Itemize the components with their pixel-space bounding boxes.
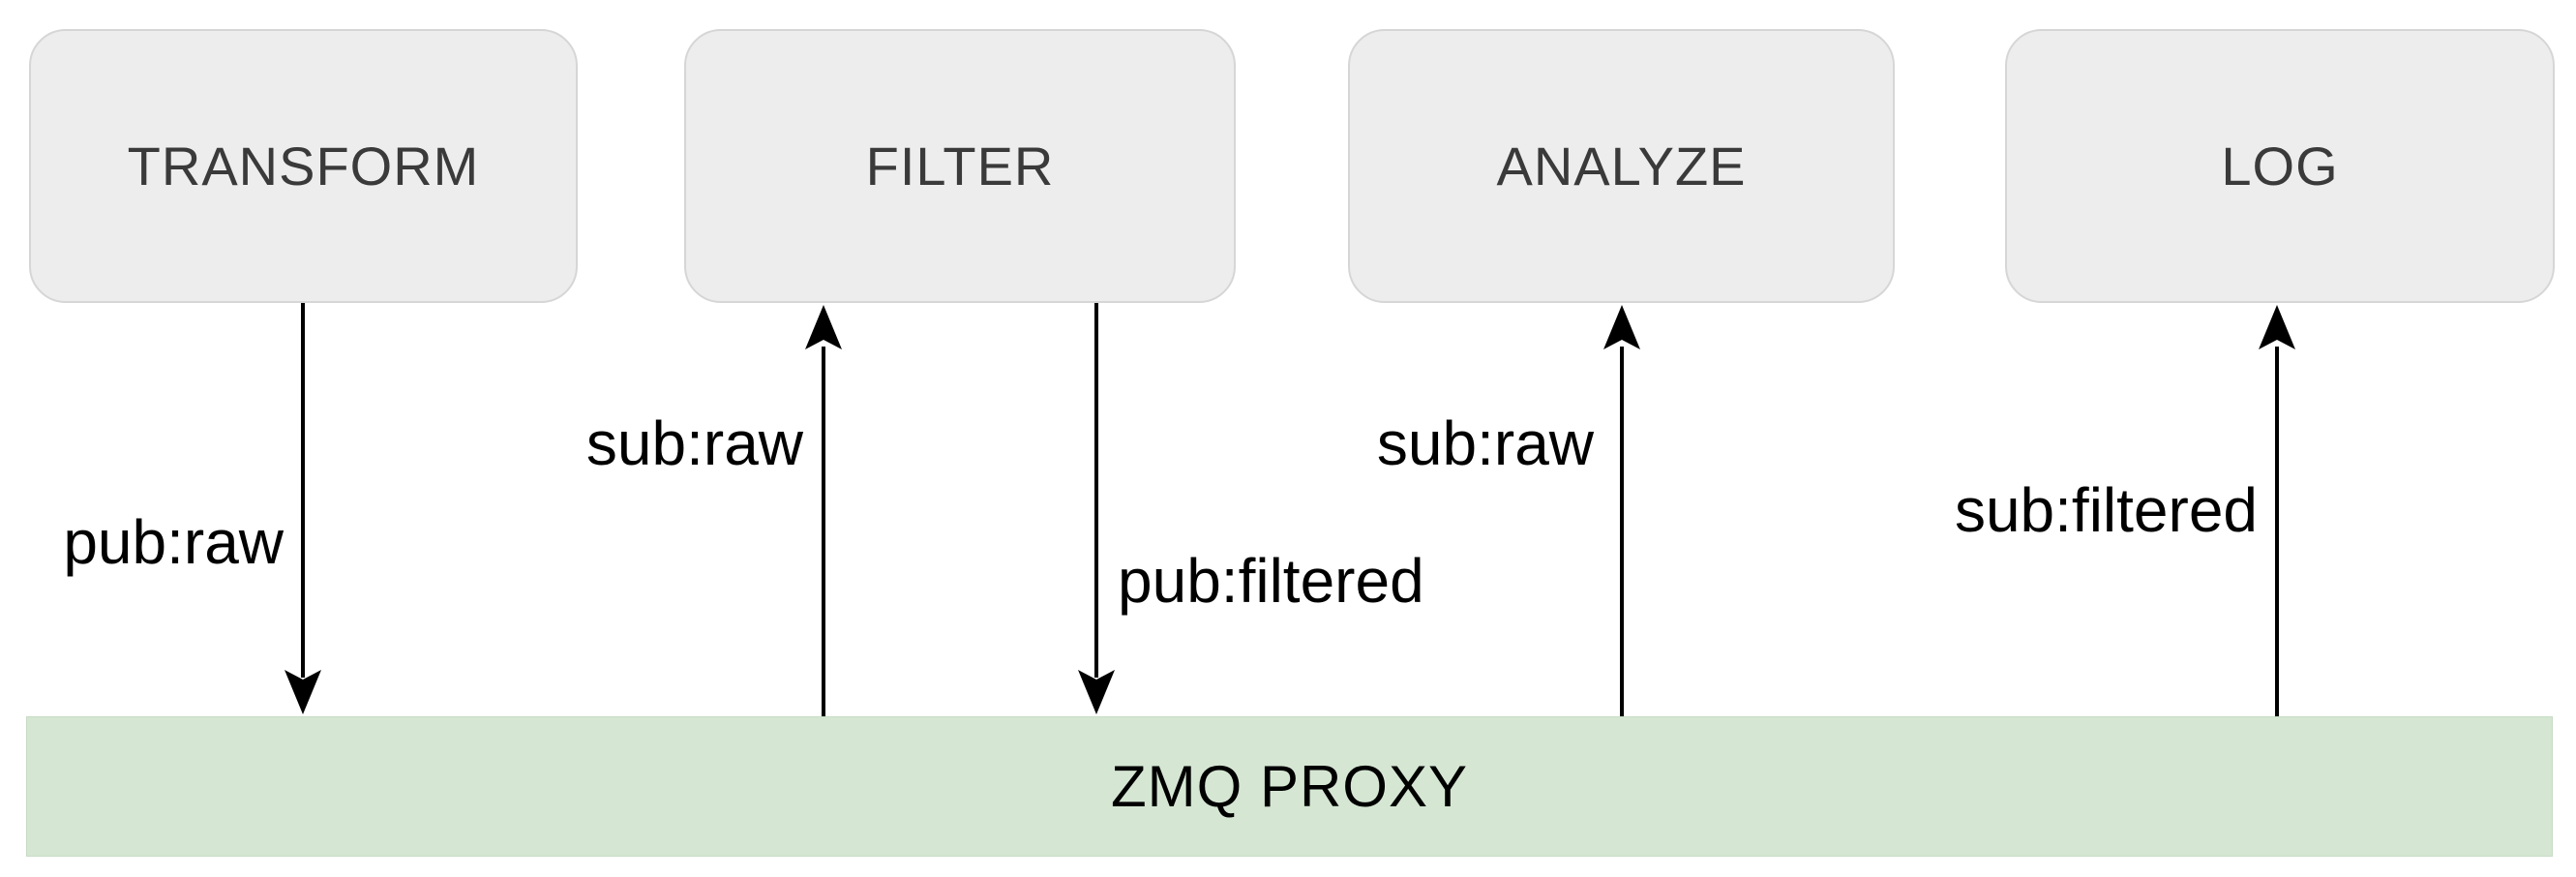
node-filter: FILTER (684, 29, 1236, 303)
arrowhead-down-icon (285, 670, 321, 714)
arrowhead-up-icon (1603, 305, 1640, 349)
zmq-proxy-label: ZMQ PROXY (1110, 754, 1469, 819)
arrowhead-up-icon (2259, 305, 2295, 349)
node-analyze-label: ANALYZE (1496, 136, 1747, 197)
node-transform: TRANSFORM (29, 29, 578, 303)
edge-label-sub-filtered: sub:filtered (1954, 475, 2258, 545)
edge-label-pub-raw: pub:raw (63, 507, 284, 577)
edge-pub-filtered (1078, 303, 1115, 714)
edge-sub-raw-analyze (1603, 305, 1640, 716)
arrowhead-up-icon (805, 305, 842, 349)
edge-sub-filtered (2259, 305, 2295, 716)
node-log-label: LOG (2221, 136, 2339, 197)
edge-label-pub-filtered: pub:filtered (1118, 546, 1424, 616)
node-log: LOG (2005, 29, 2555, 303)
zmq-proxy-bus: ZMQ PROXY (26, 716, 2553, 857)
node-filter-label: FILTER (865, 136, 1055, 197)
edge-pub-raw (285, 303, 321, 714)
node-transform-label: TRANSFORM (127, 136, 480, 197)
arrowhead-down-icon (1078, 670, 1115, 714)
edge-label-sub-raw-filter: sub:raw (585, 408, 803, 478)
node-analyze: ANALYZE (1348, 29, 1895, 303)
edge-sub-raw-filter (805, 305, 842, 716)
edge-label-sub-raw-analyze: sub:raw (1376, 408, 1594, 478)
